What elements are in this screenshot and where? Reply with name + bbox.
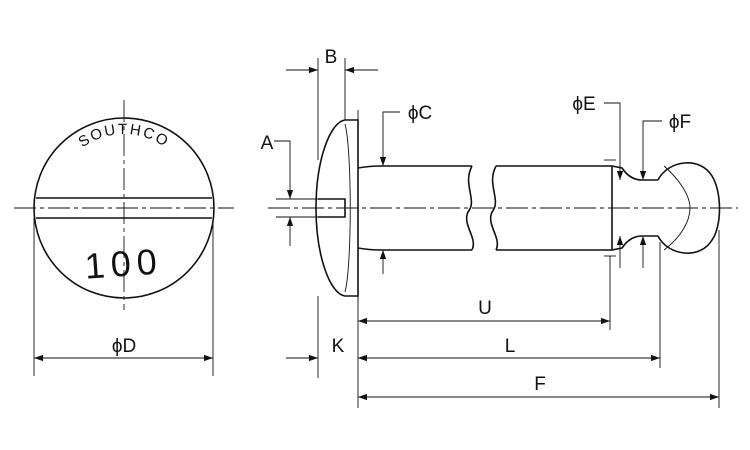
label-k: K bbox=[332, 336, 345, 357]
f-dia-arrow-top bbox=[639, 120, 662, 180]
label-e: ϕE bbox=[572, 94, 595, 115]
shank-left bbox=[357, 165, 472, 251]
c-arrow-top bbox=[379, 111, 400, 166]
shank-right bbox=[496, 165, 612, 251]
e-arrow-top bbox=[604, 102, 624, 180]
label-f-len: F bbox=[534, 374, 546, 395]
ball-end bbox=[657, 162, 721, 254]
label-b: B bbox=[325, 47, 338, 68]
side-view bbox=[268, 110, 738, 306]
label-a: A bbox=[261, 133, 274, 154]
label-l: L bbox=[505, 336, 516, 357]
dimensions: B A ϕC ϕE ϕF K U L bbox=[261, 47, 720, 408]
label-c: ϕC bbox=[408, 103, 432, 124]
a-arrow-top bbox=[274, 140, 294, 199]
label-u: U bbox=[478, 298, 492, 319]
label-f-dia: ϕF bbox=[669, 112, 691, 133]
break-line-left bbox=[465, 165, 475, 251]
end-view: SOUTHCO 100 ϕD bbox=[14, 100, 234, 376]
label-d: ϕD bbox=[112, 336, 136, 357]
break-line-right bbox=[489, 165, 499, 251]
part-number: 100 bbox=[83, 240, 164, 286]
